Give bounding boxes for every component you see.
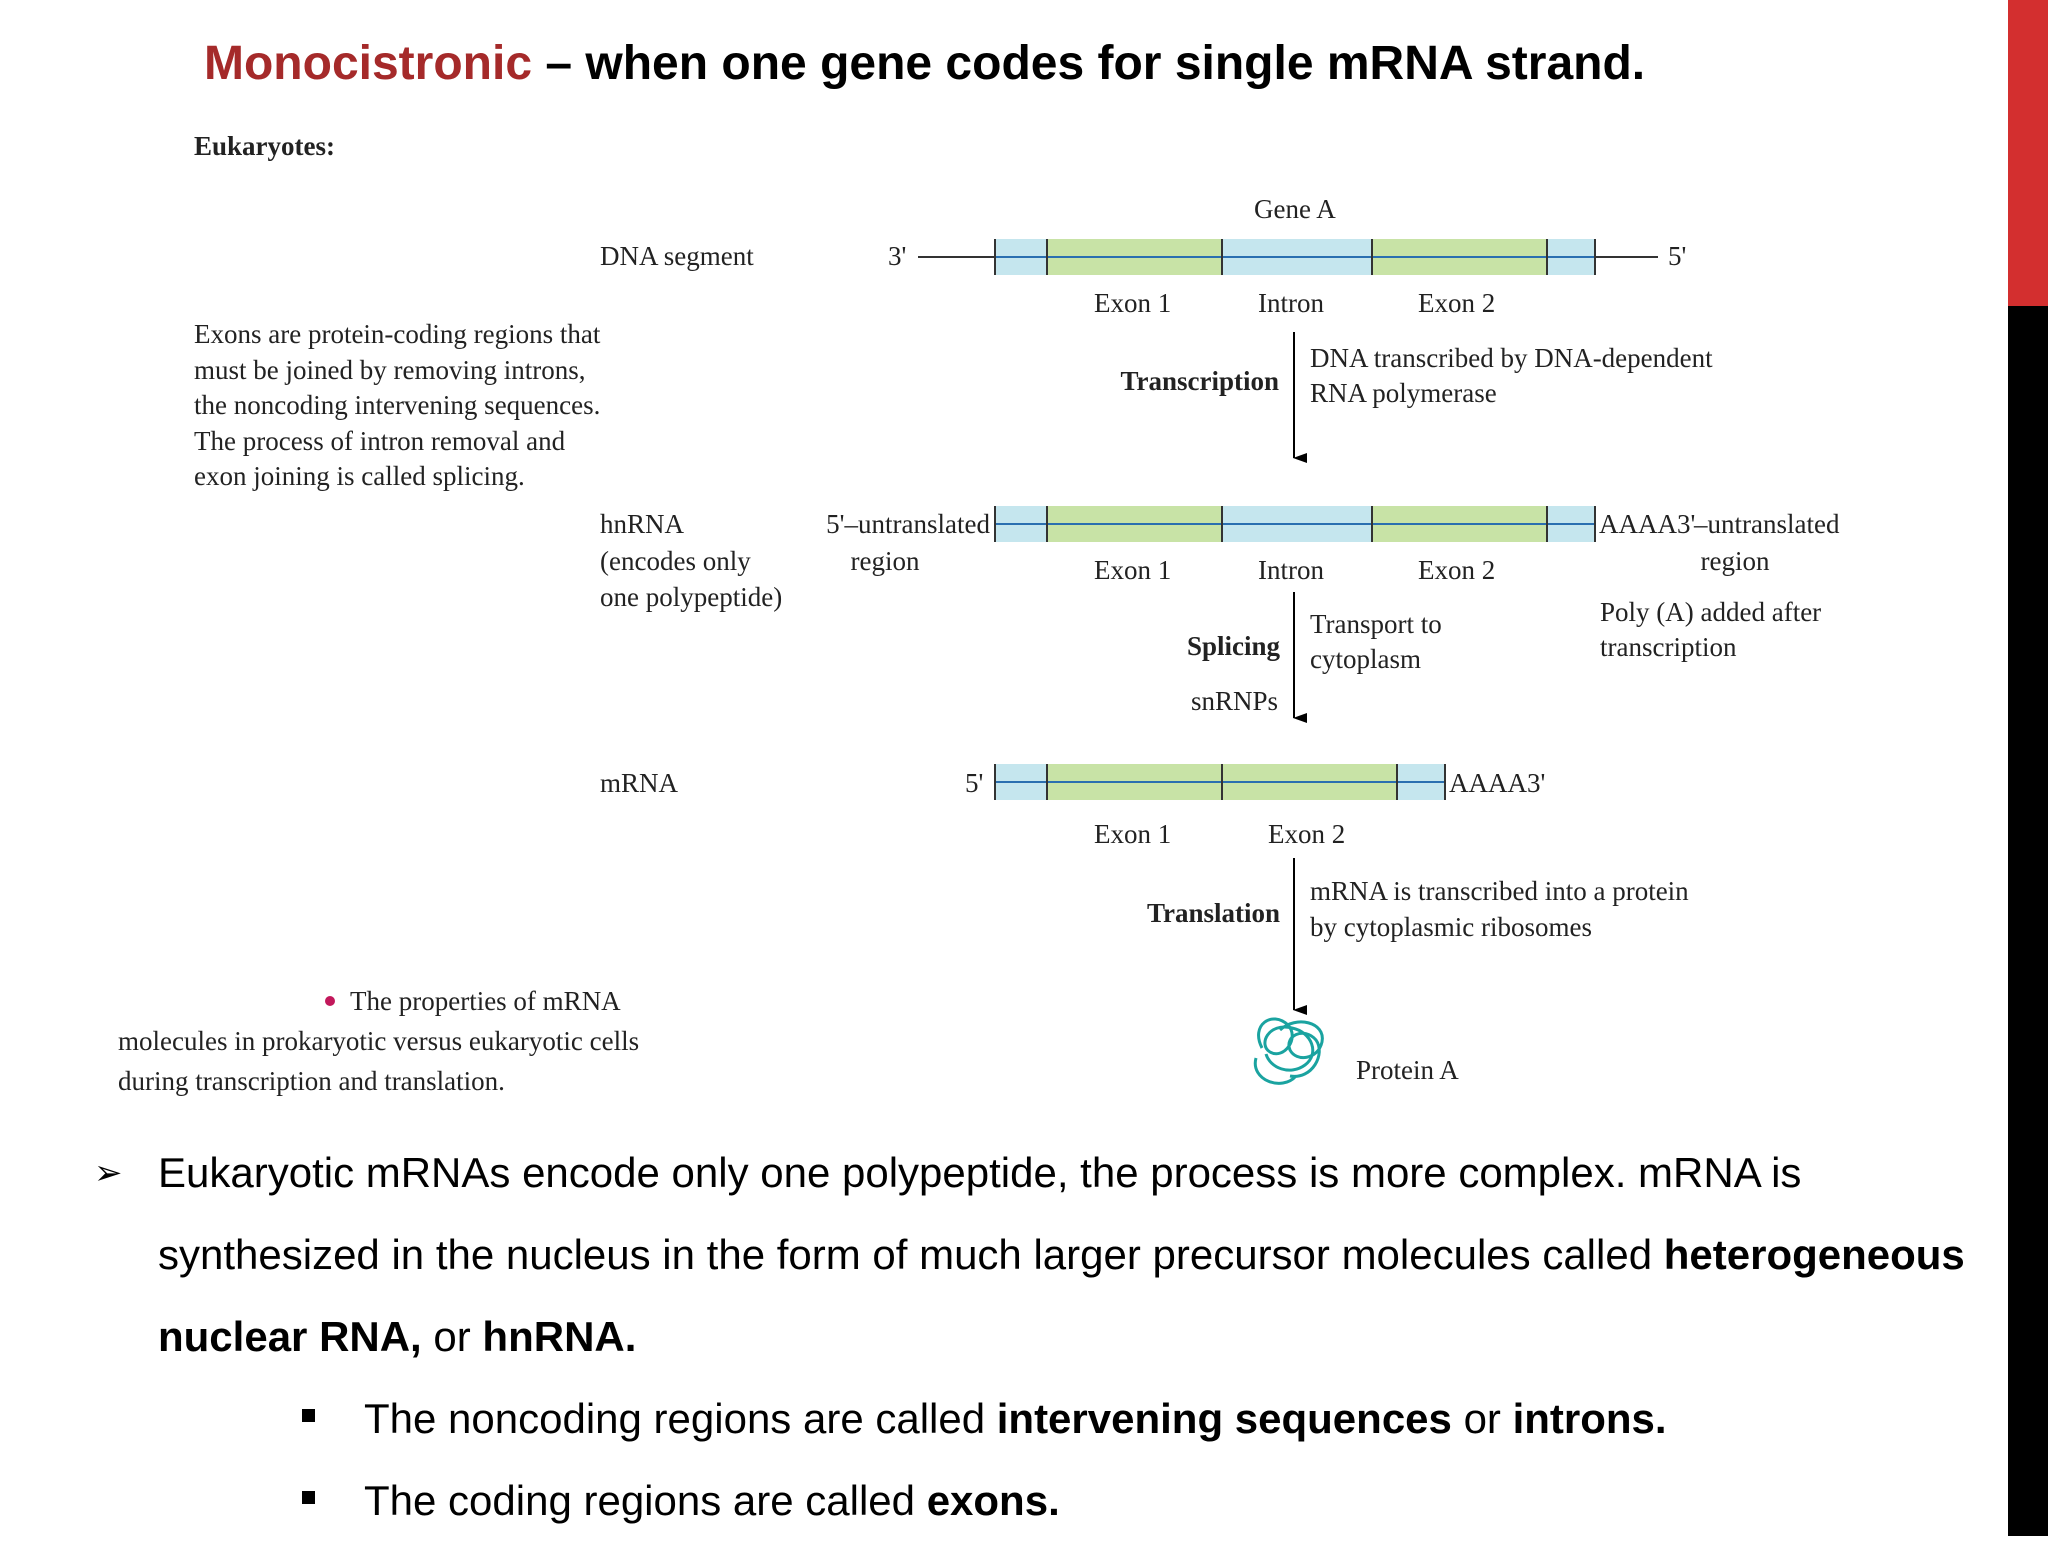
sub-bullet-exons: The coding regions are called exons.: [94, 1460, 1984, 1542]
dna-segment-label: DNA segment: [600, 241, 754, 271]
caption-line: molecules in prokaryotic versus eukaryot…: [118, 1026, 639, 1056]
caption-line: The properties of mRNA: [350, 986, 621, 1016]
transport-note-line: Transport to: [1310, 609, 1442, 639]
exon-note-line: the noncoding intervening sequences.: [194, 390, 600, 420]
exon-note-line: must be joined by removing introns,: [194, 355, 585, 385]
mrna-exon2-label: Exon 2: [1268, 819, 1345, 849]
utr3-label-line: –untranslated: [1693, 509, 1840, 539]
transcription-note-line: DNA transcribed by DNA-dependent: [1310, 343, 1713, 373]
bullet-text: The coding regions are called: [364, 1477, 927, 1524]
accent-bar-red: [2008, 0, 2048, 306]
paragraph-text: Eukaryotic mRNAs encode only one polypep…: [158, 1149, 1802, 1278]
translation-note-line: mRNA is transcribed into a protein: [1310, 876, 1689, 906]
dna-5prime-label: 5': [1668, 241, 1686, 271]
polya-note-line: transcription: [1600, 632, 1737, 662]
translation-note-line: by cytoplasmic ribosomes: [1310, 912, 1592, 942]
gene-a-label: Gene A: [1254, 194, 1336, 224]
body-text: ➢ Eukaryotic mRNAs encode only one polyp…: [94, 1132, 1984, 1542]
mrna-5prime-label: 5': [965, 768, 983, 798]
accent-bar-black: [2008, 306, 2048, 1536]
title-highlight: Monocistronic: [204, 37, 533, 90]
hnrna-boundary-ticks: [994, 506, 1596, 542]
hnrna-exon1-label: Exon 1: [1094, 555, 1171, 585]
gene-expression-diagram: Eukaryotes: Exons are protein-coding reg…: [118, 131, 1840, 1096]
exon-note-line: The process of intron removal and: [194, 426, 566, 456]
hnrna-label-line: one polypeptide): [600, 582, 782, 612]
protein-a-label: Protein A: [1356, 1055, 1459, 1085]
splicing-label: Splicing: [1187, 631, 1281, 661]
translation-label: Translation: [1147, 898, 1280, 928]
hnrna-exon2-label: Exon 2: [1418, 555, 1495, 585]
transcription-label: Transcription: [1120, 366, 1279, 396]
dna-boundary-ticks: [994, 239, 1596, 275]
hnrna-intron-label: Intron: [1258, 555, 1324, 585]
mrna-boundary-ticks: [994, 764, 1446, 800]
exon-note-line: exon joining is called splicing.: [194, 461, 525, 491]
utr5-label-line: region: [851, 546, 920, 576]
caption-bullet-icon: [325, 996, 335, 1006]
polya-note-line: Poly (A) added after: [1600, 597, 1821, 627]
term-hnrna-full: heterogeneous nuclear RNA,: [158, 1231, 1965, 1360]
mrna-polya-tail: AAAA3': [1449, 768, 1545, 798]
dna-3prime-label: 3': [888, 241, 906, 271]
exon-note-line: Exons are protein-coding regions that: [194, 319, 601, 349]
term-introns: introns.: [1512, 1395, 1667, 1442]
utr5-label-line: 5'–untranslated: [826, 509, 990, 539]
term-intervening-sequences: intervening sequences: [996, 1395, 1452, 1442]
eukaryotes-header: Eukaryotes:: [194, 131, 335, 161]
dna-exon1-label: Exon 1: [1094, 288, 1171, 318]
paragraph-or: or: [421, 1313, 483, 1360]
hnrna-label-line: (encodes only: [600, 546, 751, 576]
transport-note-line: cytoplasm: [1310, 644, 1421, 674]
bullet-text: The noncoding regions are called: [364, 1395, 997, 1442]
caption-line: during transcription and translation.: [118, 1066, 505, 1096]
title-rest: – when one gene codes for single mRNA st…: [532, 37, 1646, 90]
hnrna-polya-tail: AAAA3': [1599, 509, 1695, 539]
utr3-label-line: region: [1701, 546, 1770, 576]
mrna-exon1-label: Exon 1: [1094, 819, 1171, 849]
term-hnrna: hnRNA.: [482, 1313, 637, 1360]
square-bullet-icon: [302, 1491, 315, 1504]
bullet-or: or: [1451, 1395, 1513, 1442]
slide-title: Monocistronic – when one gene codes for …: [204, 36, 1645, 91]
hnrna-label-line: hnRNA: [600, 509, 685, 539]
term-exons: exons.: [926, 1477, 1060, 1524]
arrow-bullet-icon: ➢: [94, 1154, 123, 1192]
snrnps-label: snRNPs: [1191, 686, 1278, 716]
mrna-label: mRNA: [600, 768, 679, 798]
transcription-note-line: RNA polymerase: [1310, 378, 1497, 408]
sub-bullet-introns: The noncoding regions are called interve…: [94, 1378, 1984, 1460]
main-paragraph: ➢ Eukaryotic mRNAs encode only one polyp…: [94, 1132, 1984, 1378]
dna-intron-label: Intron: [1258, 288, 1324, 318]
dna-exon2-label: Exon 2: [1418, 288, 1495, 318]
square-bullet-icon: [302, 1409, 315, 1422]
protein-icon: [1253, 1017, 1324, 1085]
